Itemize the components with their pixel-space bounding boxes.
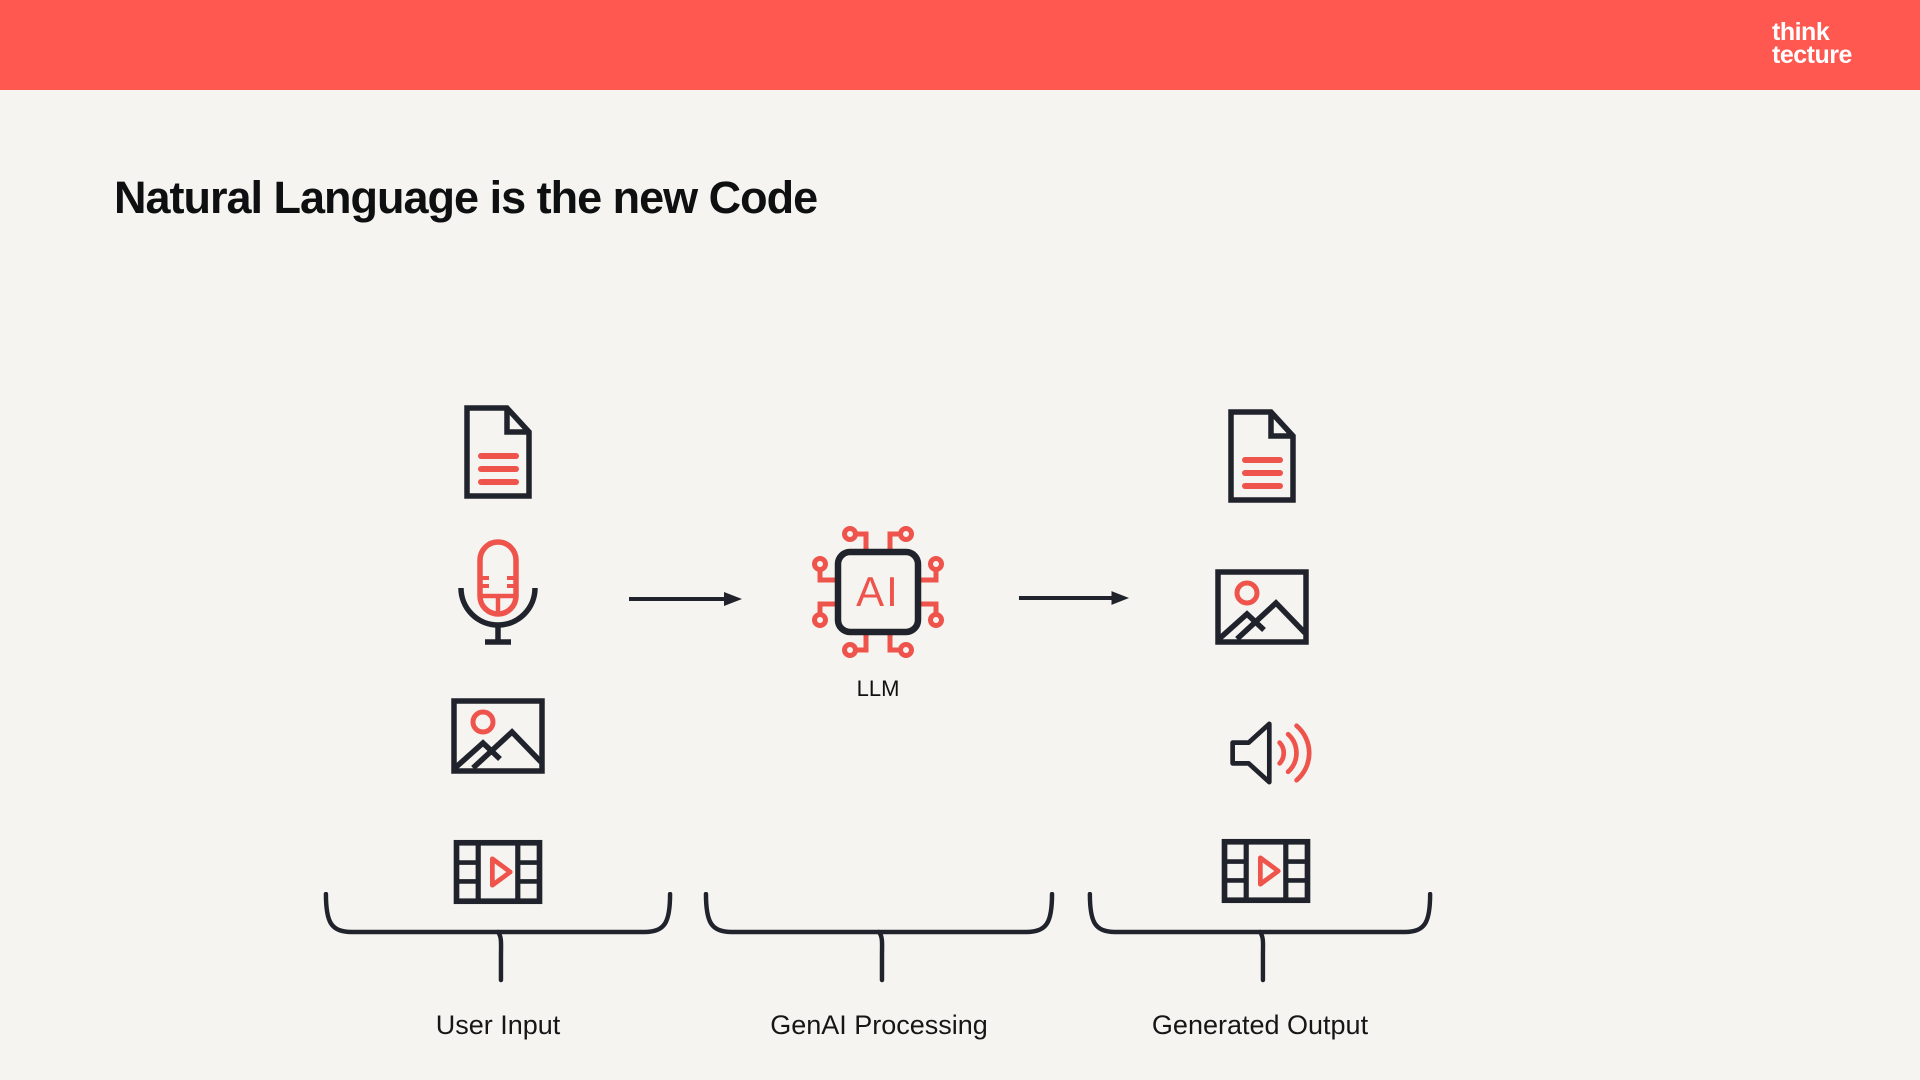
- llm-label: LLM: [856, 676, 900, 701]
- document-icon: [1224, 408, 1300, 504]
- underbrace-user-input: [320, 892, 676, 984]
- group-label-user-input: User Input: [435, 1010, 561, 1040]
- video-icon: [452, 839, 544, 905]
- brand-logo-line1: think: [1772, 18, 1830, 46]
- header-bar: think tecture: [0, 0, 1920, 90]
- ai-chip-icon: AI: [798, 512, 958, 672]
- image-icon: [1214, 568, 1310, 646]
- slide-title: Natural Language is the new Code: [114, 172, 818, 223]
- speaker-icon: [1227, 712, 1321, 794]
- underbrace-genai-processing: [700, 892, 1058, 984]
- document-icon: [460, 404, 536, 500]
- arrow-right-icon: [628, 590, 743, 608]
- ai-chip-text: AI: [856, 568, 900, 615]
- group-label-generated-output: Generated Output: [1151, 1010, 1369, 1040]
- brand-logo: think tecture: [1772, 18, 1852, 69]
- brand-logo-line2: tecture: [1772, 41, 1852, 69]
- group-label-genai-processing: GenAI Processing: [770, 1010, 988, 1040]
- image-icon: [450, 697, 546, 775]
- arrow-right-icon: [1018, 589, 1130, 607]
- underbrace-generated-output: [1084, 892, 1436, 984]
- microphone-icon: [453, 538, 543, 650]
- video-icon: [1220, 838, 1312, 904]
